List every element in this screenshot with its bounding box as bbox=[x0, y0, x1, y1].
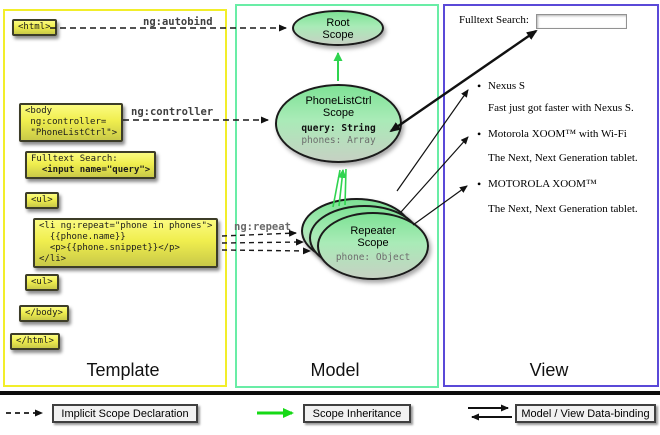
legend-databinding: Model / View Data-binding bbox=[515, 404, 656, 423]
model-column-title: Model bbox=[310, 360, 360, 380]
prop-query: query: String bbox=[301, 123, 376, 134]
code-html-close: </html> bbox=[10, 333, 60, 350]
code-body-open: <body ng:controller= "PhoneListCtrl"> bbox=[19, 103, 124, 142]
code-li-repeat: <li ng:repeat="phone in phones"> {{phone… bbox=[33, 218, 219, 268]
legend-implicit-scope: Implicit Scope Declaration bbox=[52, 404, 198, 423]
phonelistctrl-scope-ellipse: PhoneListCtrl Scope query: String phones… bbox=[275, 84, 402, 163]
prop-phone: phone: Object bbox=[335, 252, 411, 263]
phonelistctrl-scope-label: PhoneListCtrl Scope bbox=[305, 95, 372, 119]
view-search-label: Fulltext Search: bbox=[459, 14, 529, 26]
view-item-name: MOTOROLA XOOM™ bbox=[477, 177, 597, 192]
view-item-name: Nexus S bbox=[477, 79, 525, 94]
code-fulltext-label: Fulltext Search: bbox=[31, 154, 118, 164]
template-column-title: Template bbox=[86, 360, 160, 380]
view-column-title: View bbox=[529, 360, 569, 380]
code-fulltext-search: Fulltext Search: <input name="query"> bbox=[25, 151, 157, 179]
legend-implicit-label: Implicit Scope Declaration bbox=[61, 407, 189, 420]
model-column bbox=[235, 4, 439, 388]
repeater-scope-ellipse: Repeater Scope phone: Object bbox=[317, 212, 429, 280]
view-item-snippet: The Next, Next Generation tablet. bbox=[488, 152, 638, 164]
view-column bbox=[443, 4, 659, 387]
code-ul-open: <ul> bbox=[25, 192, 59, 209]
code-fulltext-input: <input name="query"> bbox=[31, 165, 151, 175]
code-html-open: <html> bbox=[12, 19, 57, 36]
ng-repeat-label: ng:repeat bbox=[234, 221, 291, 233]
ng-controller-label: ng:controller bbox=[131, 106, 214, 118]
repeater-scope-label: Repeater Scope bbox=[350, 225, 396, 249]
view-item-snippet: The Next, Next Generation tablet. bbox=[488, 203, 638, 215]
view-item-name: Motorola XOOM™ with Wi-Fi bbox=[477, 127, 627, 142]
view-search-input[interactable] bbox=[536, 14, 627, 29]
legend-databinding-label: Model / View Data-binding bbox=[521, 407, 650, 420]
view-item-snippet: Fast just got faster with Nexus S. bbox=[488, 102, 634, 114]
code-ul-close: <ul> bbox=[25, 274, 59, 291]
ng-autobind-label: ng:autobind bbox=[143, 16, 213, 28]
root-scope-label: Root Scope bbox=[322, 17, 354, 41]
prop-phones: phones: Array bbox=[301, 135, 376, 146]
code-body-close: </body> bbox=[19, 305, 69, 322]
legend-inheritance-label: Scope Inheritance bbox=[312, 407, 402, 420]
legend-scope-inheritance: Scope Inheritance bbox=[303, 404, 411, 423]
legend-divider bbox=[0, 391, 660, 395]
root-scope-ellipse: Root Scope bbox=[292, 10, 384, 46]
